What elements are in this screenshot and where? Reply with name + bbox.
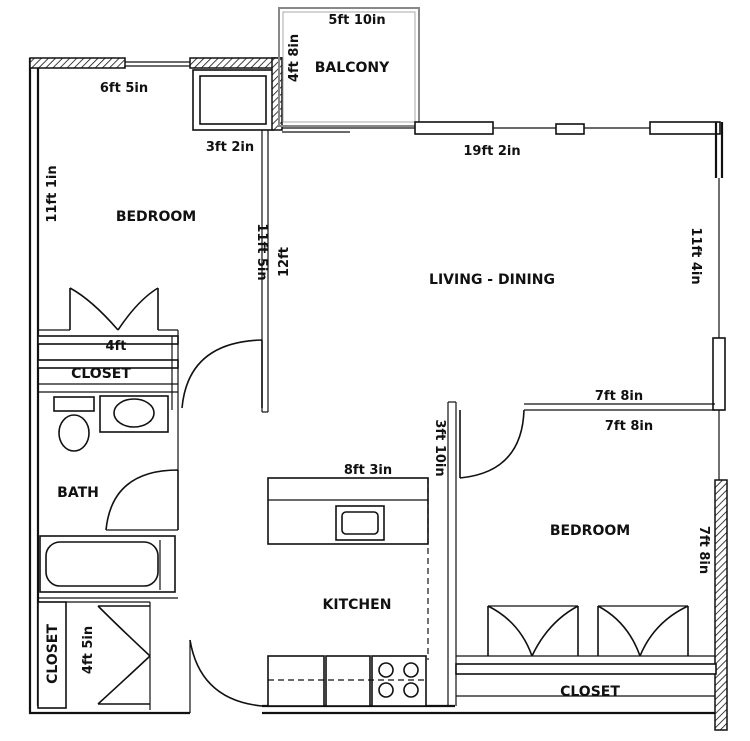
balcony: [278, 7, 420, 127]
dim-wall-segment: 3ft 10in: [432, 419, 447, 476]
toilet-icon: [58, 414, 90, 452]
closet-doors-upper: [69, 287, 159, 331]
room-label-kitchen: KITCHEN: [323, 597, 392, 613]
dim-closet-lower-height: 4ft 5in: [81, 626, 96, 674]
top-left-wall-hatch: [29, 57, 126, 69]
fridge-icon: [267, 655, 325, 707]
kitchen: [267, 401, 457, 707]
dim-balcony-depth: 4ft 8in: [287, 34, 302, 82]
dim-bedroom-left-inner: 11ft 5in: [254, 223, 269, 280]
living-top-wall: [282, 121, 724, 178]
dim-closet-top: 3ft 2in: [206, 140, 254, 155]
dim-bedroom-right-height: 7ft 8in: [696, 526, 711, 574]
room-label-balcony: BALCONY: [315, 60, 390, 76]
dim-living-top: 19ft 2in: [463, 144, 520, 159]
room-label-living-dining: LIVING - DINING: [429, 272, 555, 288]
room-label-bath: BATH: [57, 485, 99, 501]
dim-bedroom-right-top-b: 7ft 8in: [605, 419, 653, 434]
closet-lower: [37, 601, 263, 713]
exterior-walls: [28, 57, 715, 715]
bedroom-left-walls: [37, 130, 269, 470]
room-label-closet-right: CLOSET: [560, 684, 620, 700]
sink-icon: [113, 398, 155, 428]
dim-bedroom-left-top: 6ft 5in: [100, 81, 148, 96]
bedroom-right: [455, 403, 717, 697]
dim-counter-width: 8ft 3in: [344, 463, 392, 478]
dim-bedroom-right-top-a: 7ft 8in: [595, 389, 643, 404]
bath-fixtures: [38, 391, 179, 599]
toilet-tank-icon: [53, 396, 95, 412]
living-right-wall: [712, 178, 728, 731]
bedroom-left-door: [181, 339, 263, 409]
dim-closet-width: 4ft: [106, 339, 127, 354]
storage-closet: [192, 57, 283, 131]
dim-balcony-width: 5ft 10in: [328, 13, 385, 28]
stove-icon: [371, 655, 427, 707]
room-label-closet-lower: CLOSET: [45, 624, 61, 684]
dim-living-height-right: 11ft 4in: [688, 227, 703, 284]
room-label-closet-upper: CLOSET: [71, 366, 131, 382]
dim-bedroom-left-height: 11ft 1in: [45, 165, 60, 222]
dim-living-height-left: 12ft: [277, 247, 292, 277]
room-label-bedroom-right: BEDROOM: [550, 523, 630, 539]
room-label-bedroom-left: BEDROOM: [116, 209, 196, 225]
